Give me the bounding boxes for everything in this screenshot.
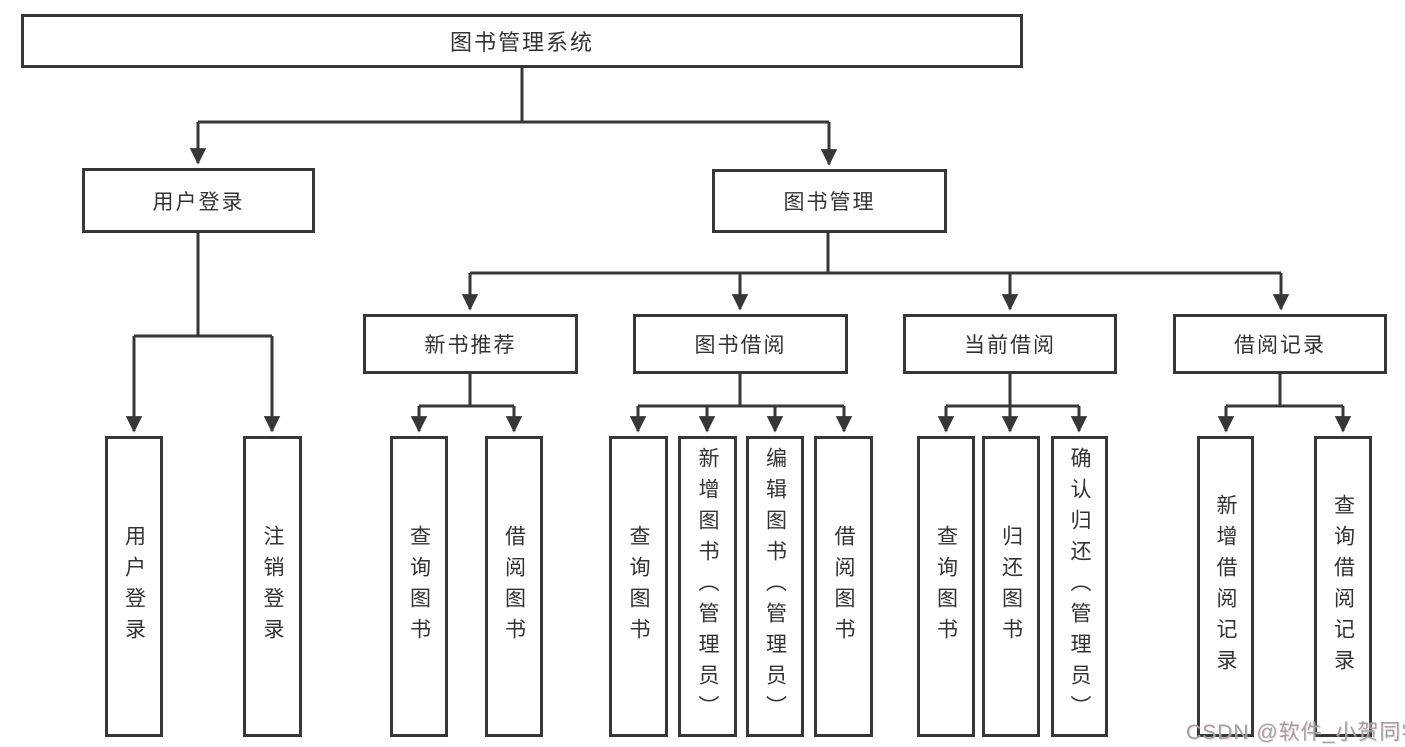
leaf-nb-query-books: 查询图书 (390, 436, 448, 737)
leaf-bb-add-books-admin: 新增图书（管理员） (678, 436, 737, 737)
leaf-cb-confirm-return-admin: 确认归还（管理员） (1051, 436, 1108, 737)
leaf-bb-edit-books-admin-label: 编辑图书（管理员） (763, 447, 787, 726)
node-user-login-label: 用户登录 (152, 190, 245, 214)
node-user-login: 用户登录 (82, 168, 315, 233)
csdn-watermark: CSDN @软件_小贺同学 (1186, 721, 1405, 744)
leaf-bb-edit-books-admin: 编辑图书（管理员） (746, 436, 804, 737)
node-new-book-recommendation: 新书推荐 (363, 314, 578, 374)
leaf-bb-query-books: 查询图书 (609, 436, 668, 737)
leaf-bb-borrow-books: 借阅图书 (814, 436, 873, 737)
leaf-br-query-record: 查询借阅记录 (1314, 436, 1372, 737)
node-root-label: 图书管理系统 (449, 30, 594, 55)
node-borrowing-records: 借阅记录 (1173, 314, 1387, 374)
node-new-book-recommendation-label: 新书推荐 (424, 334, 517, 357)
leaf-br-add-record: 新增借阅记录 (1197, 436, 1254, 737)
leaf-bb-query-books-label: 查询图书 (627, 524, 650, 649)
leaf-nb-query-books-label: 查询图书 (407, 524, 431, 649)
leaf-nb-borrow-books: 借阅图书 (485, 436, 543, 737)
leaf-logout-label: 注销登录 (261, 524, 284, 649)
leaf-cb-query-books-label: 查询图书 (934, 524, 958, 649)
leaf-bb-add-books-admin-label: 新增图书（管理员） (696, 447, 719, 726)
node-root: 图书管理系统 (21, 14, 1023, 68)
leaf-nb-borrow-books-label: 借阅图书 (502, 524, 526, 649)
leaf-bb-borrow-books-label: 借阅图书 (832, 524, 855, 649)
leaf-cb-return-books-label: 归还图书 (999, 524, 1023, 649)
node-book-management: 图书管理 (712, 169, 947, 233)
node-book-management-label: 图书管理 (783, 191, 876, 214)
leaf-cb-query-books: 查询图书 (917, 436, 975, 737)
leaf-br-add-record-label: 新增借阅记录 (1214, 493, 1237, 680)
leaf-cb-return-books: 归还图书 (982, 436, 1040, 737)
leaf-logout: 注销登录 (243, 436, 302, 737)
node-current-borrowing: 当前借阅 (903, 314, 1117, 374)
leaf-user-login-label: 用户登录 (122, 524, 146, 649)
node-book-borrowing: 图书借阅 (633, 314, 848, 374)
node-current-borrowing-label: 当前借阅 (964, 334, 1056, 357)
leaf-cb-confirm-return-admin-label: 确认归还（管理员） (1068, 447, 1091, 726)
leaf-user-login: 用户登录 (105, 436, 163, 737)
leaf-br-query-record-label: 查询借阅记录 (1331, 493, 1355, 680)
node-borrowing-records-label: 借阅记录 (1234, 334, 1326, 357)
node-book-borrowing-label: 图书借阅 (694, 334, 787, 357)
